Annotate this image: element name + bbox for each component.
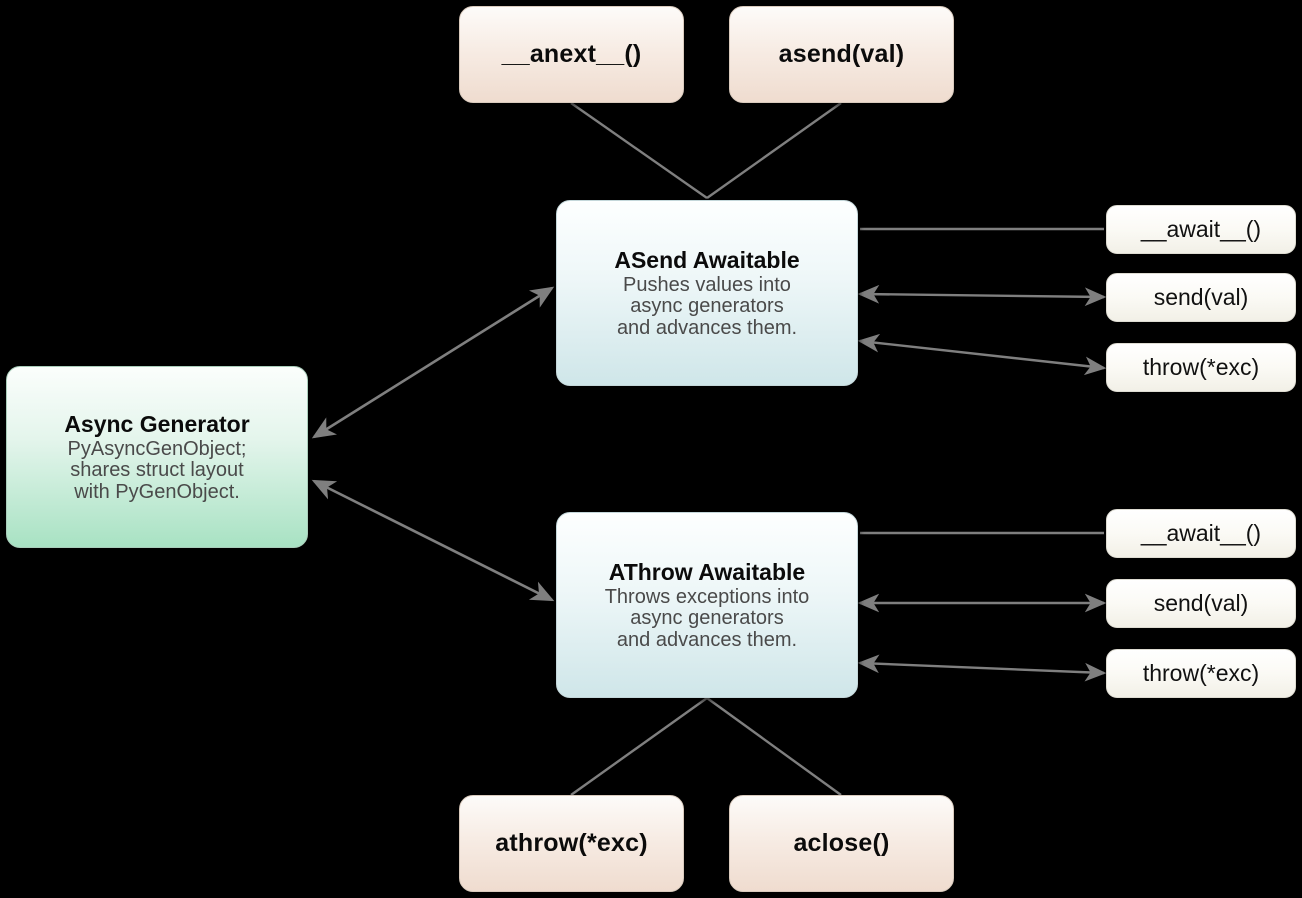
node-label: __anext__()	[501, 40, 642, 68]
edge-asend-method-to-asend	[706, 102, 842, 199]
node-description: PyAsyncGenObject; shares struct layout w…	[67, 438, 247, 503]
node-athrow-slot-await[interactable]: __await__()	[1106, 509, 1296, 558]
node-description: Throws exceptions into async generators …	[604, 586, 810, 651]
edge-anext-to-asend	[570, 102, 708, 199]
node-aclose-method[interactable]: aclose()	[729, 795, 954, 892]
node-title: ASend Awaitable	[614, 247, 800, 274]
node-label: athrow(*exc)	[495, 829, 648, 857]
edge-generator-athrow	[311, 479, 555, 602]
edge-aclose-to-athrow	[706, 697, 842, 796]
node-title: Async Generator	[64, 411, 250, 438]
edge-asend-send	[857, 284, 1107, 307]
edge-generator-asend	[311, 286, 555, 439]
node-asend-slot-send[interactable]: send(val)	[1106, 273, 1296, 322]
node-label: send(val)	[1153, 590, 1249, 616]
node-asend-slot-await[interactable]: __await__()	[1106, 205, 1296, 254]
node-athrow-method[interactable]: athrow(*exc)	[459, 795, 684, 892]
node-label: aclose()	[793, 829, 890, 857]
node-asend-awaitable[interactable]: ASend Awaitable Pushes values into async…	[556, 200, 858, 386]
node-label: __await__()	[1140, 216, 1262, 242]
node-label: throw(*exc)	[1142, 660, 1260, 686]
node-asend-method[interactable]: asend(val)	[729, 6, 954, 103]
node-title: AThrow Awaitable	[608, 559, 806, 586]
node-description: Pushes values into async generators and …	[616, 274, 798, 339]
node-label: asend(val)	[778, 40, 905, 68]
node-asend-slot-throw[interactable]: throw(*exc)	[1106, 343, 1296, 392]
node-athrow-slot-send[interactable]: send(val)	[1106, 579, 1296, 628]
node-athrow-slot-throw[interactable]: throw(*exc)	[1106, 649, 1296, 698]
node-label: send(val)	[1153, 284, 1249, 310]
edge-asend-throw	[857, 333, 1107, 376]
node-async-generator[interactable]: Async Generator PyAsyncGenObject; shares…	[6, 366, 308, 548]
node-anext-method[interactable]: __anext__()	[459, 6, 684, 103]
edge-athrow-method-to-athrow	[570, 697, 708, 796]
edge-athrow-throw	[857, 654, 1107, 682]
node-athrow-awaitable[interactable]: AThrow Awaitable Throws exceptions into …	[556, 512, 858, 698]
node-label: throw(*exc)	[1142, 354, 1260, 380]
node-label: __await__()	[1140, 520, 1262, 546]
